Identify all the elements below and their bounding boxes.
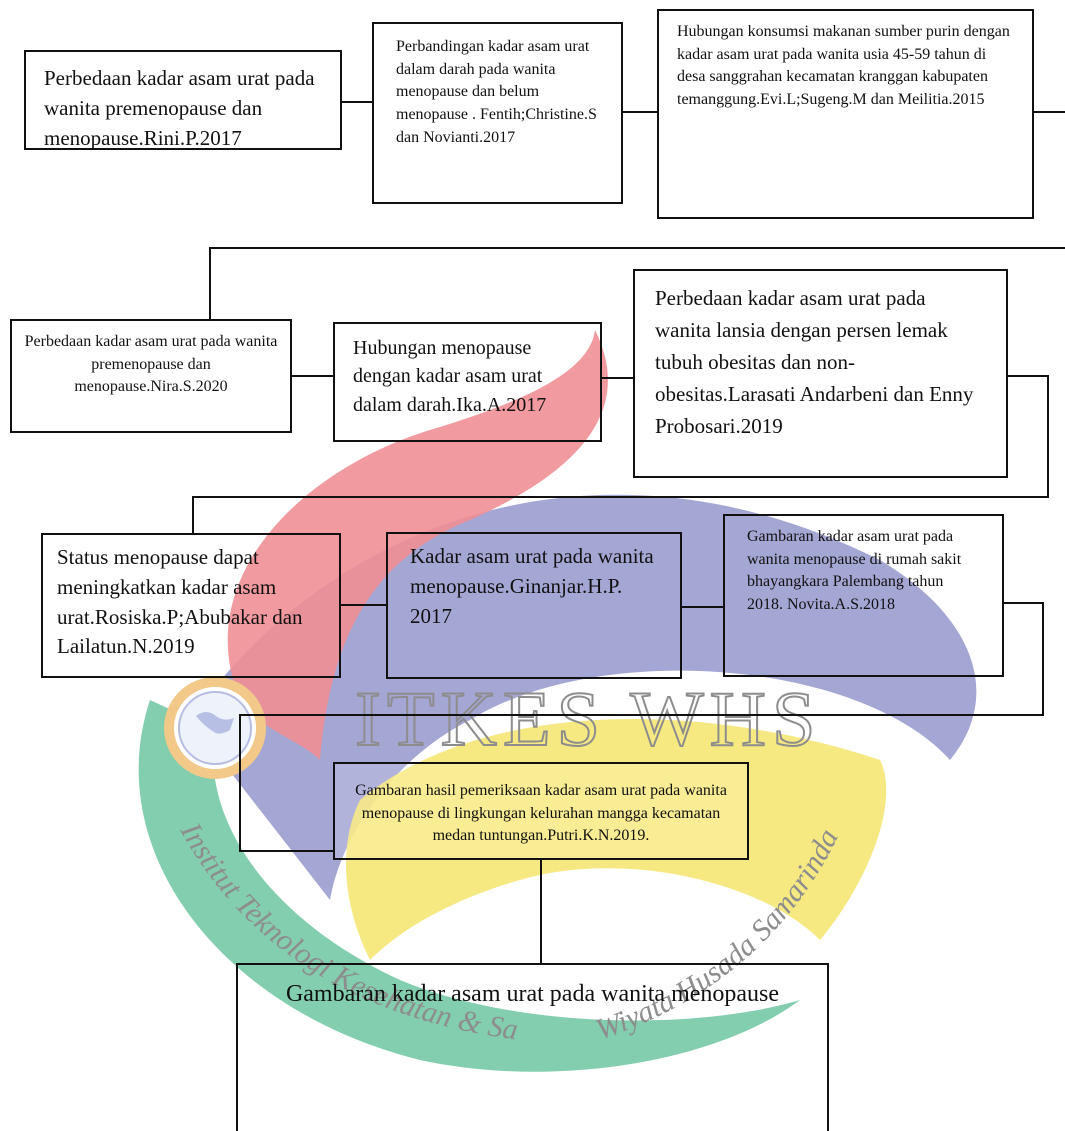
study-box-ika: Hubungan menopause dengan kadar asam ura…	[333, 322, 602, 442]
watermark-yellow-swoosh	[346, 719, 887, 960]
study-text-nira: Perbedaan kadar asam urat pada wanita pr…	[24, 333, 278, 396]
study-text-novita: Gambaran kadar asam urat pada wanita men…	[747, 528, 962, 614]
watermark-red-flame	[227, 330, 608, 760]
study-box-fentih: Perbandingan kadar asam urat dalam darah…	[372, 22, 623, 204]
synthesis-box: Gambaran hasil pemeriksaan kadar asam ur…	[333, 762, 749, 860]
study-box-nira: Perbedaan kadar asam urat pada wanita pr…	[10, 319, 292, 433]
connector-r3-exit	[239, 602, 1044, 852]
connector-wrap-1	[209, 247, 1065, 319]
study-text-ika: Hubungan menopause dengan kadar asam ura…	[353, 337, 547, 416]
study-text-rini: Perbedaan kadar asam urat pada wanita pr…	[44, 66, 315, 150]
study-text-fentih: Perbandingan kadar asam urat dalam darah…	[396, 38, 597, 146]
study-box-rini: Perbedaan kadar asam urat pada wanita pr…	[24, 50, 342, 150]
study-box-rosiska: Status menopause dapat meningkatkan kada…	[41, 533, 341, 678]
study-box-novita: Gambaran kadar asam urat pada wanita men…	[723, 514, 1004, 677]
watermark-title: ITKES WHS	[355, 675, 821, 762]
study-box-larasati: Perbedaan kadar asam urat pada wanita la…	[633, 269, 1008, 478]
study-text-evi: Hubungan konsumsi makanan sumber purin d…	[677, 23, 1010, 109]
study-text-larasati: Perbedaan kadar asam urat pada wanita la…	[655, 286, 974, 438]
final-topic-box: Gambaran kadar asam urat pada wanita men…	[236, 963, 829, 1131]
study-box-evi: Hubungan konsumsi makanan sumber purin d…	[657, 9, 1034, 219]
study-text-ginanjar: Kadar asam urat pada wanita menopause.Gi…	[410, 544, 654, 628]
study-text-rosiska: Status menopause dapat meningkatkan kada…	[57, 545, 303, 659]
final-topic-text: Gambaran kadar asam urat pada wanita men…	[285, 981, 780, 1007]
study-box-ginanjar: Kadar asam urat pada wanita menopause.Gi…	[386, 532, 682, 679]
connector-r2-exit	[192, 375, 1049, 533]
synthesis-text: Gambaran hasil pemeriksaan kadar asam ur…	[355, 782, 727, 845]
watermark-green-arc	[138, 700, 801, 1072]
